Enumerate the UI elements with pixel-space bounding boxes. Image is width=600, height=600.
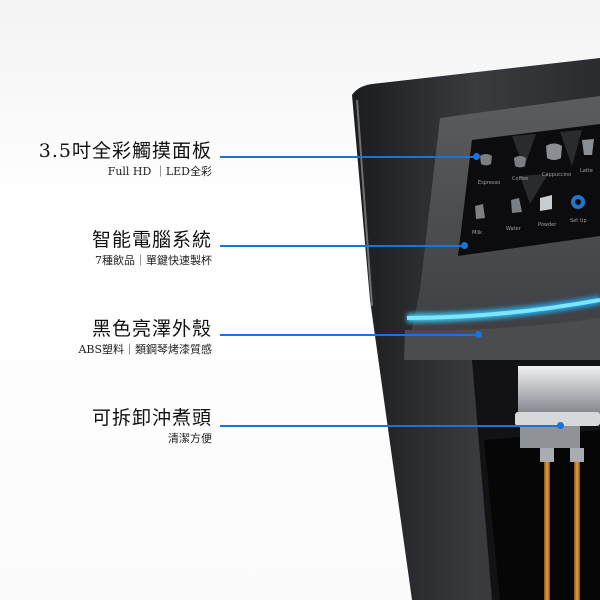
- callout-dot-smart-system: [461, 242, 468, 249]
- powder-icon[interactable]: [540, 195, 552, 211]
- feature-subtitle: ABS塑料｜類鋼琴烤漆質感: [78, 343, 212, 356]
- feature-black-shell: 黑色亮澤外殼 ABS塑料｜類鋼琴烤漆質感: [78, 318, 212, 357]
- feature-title: 可拆卸沖煮頭: [91, 407, 212, 429]
- cappuccino-cup-icon[interactable]: [546, 143, 562, 161]
- water-icon[interactable]: [511, 198, 522, 213]
- screen-label-latte: Latte: [580, 168, 593, 174]
- screen-label-espresso: Espresso: [478, 180, 500, 186]
- feature-title: 3.5吋全彩觸摸面板: [38, 140, 212, 162]
- milk-icon[interactable]: [475, 204, 485, 219]
- callout-line-smart-system: [220, 245, 464, 247]
- coffee-stream-right: [574, 462, 580, 600]
- callout-line-black-shell: [220, 334, 478, 336]
- screen-label-setup: Set Up: [570, 218, 587, 224]
- removable-brew-head[interactable]: [515, 412, 600, 426]
- callout-dot-brew-head: [557, 422, 564, 429]
- screen-label-milk: Milk: [472, 230, 482, 236]
- feature-title: 黑色亮澤外殼: [91, 318, 212, 340]
- brew-head-housing: [518, 366, 600, 416]
- feature-removable-brew-head: 可拆卸沖煮頭 清潔方便: [92, 407, 212, 446]
- callout-dot-black-shell: [475, 331, 482, 338]
- feature-subtitle: 7種飲品｜單鍵快速製杯: [95, 254, 212, 267]
- callout-line-brew-head: [220, 425, 560, 427]
- feature-smart-system: 智能電腦系統 7種飲品｜單鍵快速製杯: [92, 229, 212, 268]
- screen-label-powder: Powder: [538, 222, 557, 228]
- callout-dot-touch-panel: [473, 153, 480, 160]
- led-light-strip: [406, 298, 600, 320]
- feature-title: 智能電腦系統: [91, 229, 212, 251]
- coffee-stream-left: [544, 462, 550, 600]
- screen-label-coffee: Coffee: [512, 176, 528, 182]
- feature-subtitle: 清潔方便: [168, 432, 212, 445]
- coffee-cup-icon[interactable]: [514, 156, 526, 168]
- settings-icon[interactable]: [571, 195, 585, 209]
- callout-line-touch-panel: [220, 156, 476, 158]
- screen-label-cappuccino: Cappuccino: [542, 172, 571, 178]
- screen-label-water: Water: [506, 226, 522, 232]
- feature-touch-panel: 3.5吋全彩觸摸面板 Full HD ｜LED全彩: [39, 140, 212, 179]
- feature-subtitle: Full HD ｜LED全彩: [107, 165, 212, 178]
- espresso-cup-icon[interactable]: [480, 154, 492, 166]
- latte-glass-icon[interactable]: [582, 139, 594, 155]
